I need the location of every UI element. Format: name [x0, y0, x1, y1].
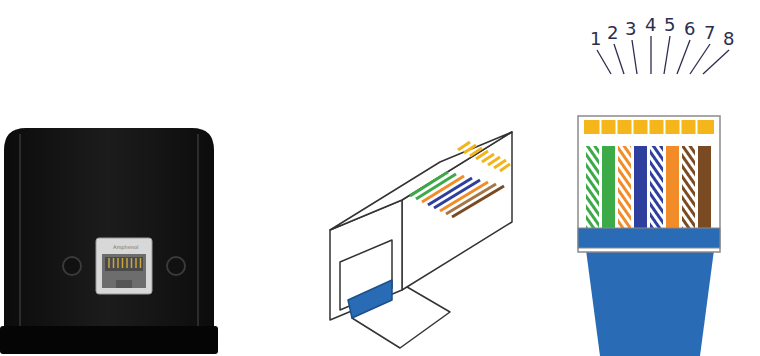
plug-perspective	[330, 132, 512, 348]
pin-number: 7	[704, 24, 715, 42]
plug-front	[330, 200, 402, 320]
port-opening	[102, 254, 146, 288]
contact-gaps	[601, 120, 697, 134]
plug-pinout	[578, 36, 729, 356]
pin-number: 2	[607, 24, 618, 42]
housing-body	[4, 128, 214, 340]
plug-top	[330, 132, 512, 230]
plug-contacts	[458, 142, 510, 171]
cable-band	[578, 228, 720, 248]
wire-6	[666, 146, 679, 234]
pin-number: 6	[684, 20, 695, 38]
wire-4	[634, 146, 647, 234]
plug-body	[578, 116, 720, 252]
wire-7	[682, 146, 695, 234]
screw	[63, 257, 81, 275]
pin-number: 8	[723, 30, 734, 48]
wire-2	[602, 146, 615, 234]
wire-1	[586, 146, 599, 234]
screw	[167, 257, 185, 275]
housing-base	[0, 326, 218, 354]
pin-number: 3	[625, 20, 636, 38]
port-latch	[116, 280, 132, 288]
pin-number: 4	[645, 16, 656, 34]
housing-ridge	[19, 134, 21, 326]
device-housing	[0, 128, 218, 354]
port-contacts	[105, 257, 143, 271]
wire-8	[698, 146, 711, 234]
port-pins	[109, 258, 141, 268]
contact-strip	[584, 120, 714, 134]
housing-ridge	[197, 134, 199, 326]
pin-number: 5	[664, 16, 675, 34]
wire-5	[650, 146, 663, 234]
plug-wires	[410, 172, 504, 217]
wire-3	[618, 146, 631, 234]
cable-jacket	[586, 250, 714, 356]
pin-number: 1	[590, 30, 601, 48]
cable-tab	[348, 280, 392, 318]
brand-mark: Amphenol	[113, 245, 138, 250]
port-frame	[96, 238, 152, 294]
